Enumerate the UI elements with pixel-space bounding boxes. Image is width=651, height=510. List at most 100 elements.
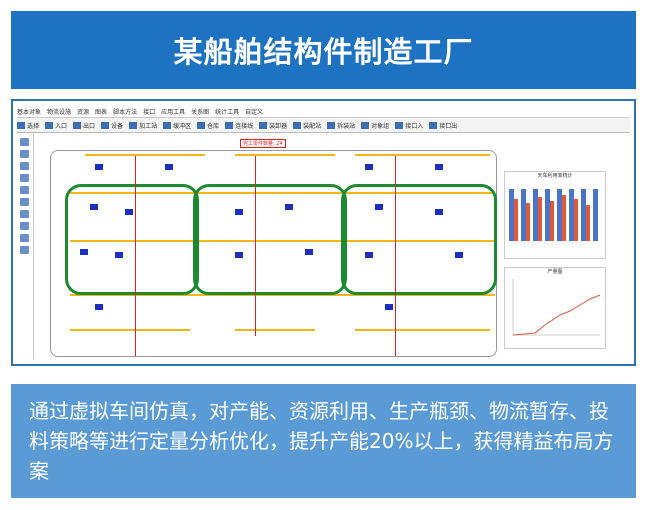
tool-icon[interactable] [20,210,29,218]
menu-item[interactable]: 关系图 [191,108,210,116]
toolbar-label: 缓冲区 [173,122,192,130]
machine-icon[interactable] [235,209,243,215]
conveyor-loop [341,184,497,295]
toolbar-button[interactable]: 对象组 [361,121,389,130]
tool-icon [197,121,206,129]
tool-icon[interactable] [20,150,29,158]
machine-icon[interactable] [95,304,103,310]
toolbar-button[interactable]: 连接线 [225,121,253,130]
machine-icon[interactable] [375,204,383,210]
bar [593,189,598,241]
toolbar-label: 仓库 [207,122,220,130]
toolbar-button[interactable]: 设备 [101,121,123,130]
crane-rail [70,329,190,331]
crane-rail [70,294,495,296]
toolbar-button[interactable]: 装卸器 [259,121,287,130]
chart-title: 天车利用率统计 [537,173,573,179]
machine-icon[interactable] [305,249,313,255]
toolbar-label: 选择 [27,122,40,130]
toolbar-button[interactable]: 入口 [45,121,67,130]
machine-icon[interactable] [90,204,98,210]
bar [545,189,550,241]
conveyor-loop [65,184,199,295]
bar [533,189,538,241]
menu-item[interactable]: 接口 [143,108,156,116]
statistics-panel: 天车利用率统计 产量图 [504,171,606,361]
toolbar-label: 装卸器 [269,122,288,130]
process-line [255,156,256,336]
tool-icon [129,121,138,129]
menu-item[interactable]: 脚本方法 [113,108,138,116]
tool-icon[interactable] [20,174,29,182]
production-chart: 产量图 [504,267,606,349]
machine-icon[interactable] [385,304,393,310]
description-box: 通过虚拟车间仿真，对产能、资源利用、生产瓶颈、物流暂存、投料策略等进行定量分析优… [11,384,636,498]
crane-utilization-chart: 天车利用率统计 [504,171,606,259]
menu-item[interactable]: 自定义 [245,108,264,116]
toolbar-button[interactable]: 接口出 [429,121,457,130]
tool-icon [327,121,336,129]
description-text: 通过虚拟车间仿真，对产能、资源利用、生产瓶颈、物流暂存、投料策略等进行定量分析优… [29,399,614,483]
bar-group [509,189,598,241]
toolbar-button[interactable]: 装配站 [293,121,321,130]
toolbar-button[interactable]: 加工站 [129,121,157,130]
menu-item[interactable]: 基本对象 [17,108,42,116]
machine-icon[interactable] [435,164,443,170]
machine-icon[interactable] [455,252,463,258]
tool-icon [101,121,110,129]
menu-item[interactable]: 图表 [95,108,108,116]
crane-rail [235,154,335,156]
crane-rail [70,240,495,242]
tool-icon[interactable] [20,198,29,206]
machine-icon[interactable] [435,209,443,215]
machine-icon[interactable] [365,164,373,170]
toolbar-button[interactable]: 仓库 [197,121,219,130]
bar [526,203,530,241]
toolbar-label: 加工站 [139,122,158,130]
tool-icon [45,121,54,129]
toolbar-button[interactable]: 接口入 [395,121,423,130]
toolbar-label: 连接线 [235,122,254,130]
crane-rail [85,154,205,156]
toolbar-label: 设备 [111,122,124,130]
completed-parts-label: 完工零件数量: 24 [240,139,286,148]
tool-icon[interactable] [20,222,29,230]
toolbar-button[interactable]: 出口 [73,121,95,130]
conveyor-loop [193,184,347,295]
bar [574,199,578,241]
machine-icon[interactable] [125,209,133,215]
crane-rail [235,329,315,331]
toolbar-label: 拆装站 [337,122,356,130]
machine-icon[interactable] [165,164,173,170]
bar [550,201,554,241]
tool-icon[interactable] [20,246,29,254]
machine-icon[interactable] [365,252,373,258]
simulation-screenshot: 基本对象 物流设施 资源 图表 脚本方法 接口 应用工具 关系图 统计工具 自定… [11,99,636,366]
machine-icon[interactable] [95,164,103,170]
tool-icon[interactable] [20,138,29,146]
tool-icon [163,121,172,129]
simulation-canvas[interactable]: 完工零件数量: 24 [35,134,500,362]
menu-item[interactable]: 资源 [77,108,90,116]
production-line [512,294,601,336]
tool-icon [293,121,302,129]
tool-icon[interactable] [20,186,29,194]
toolbar-button[interactable]: 缓冲区 [163,121,191,130]
machine-icon[interactable] [235,252,243,258]
menu-item[interactable]: 物流设施 [47,108,72,116]
toolbar-button[interactable]: 选择 [17,121,39,130]
menu-item[interactable]: 统计工具 [215,108,240,116]
production-line-plot [512,279,601,336]
toolbar-button[interactable]: 拆装站 [327,121,355,130]
tool-icon[interactable] [20,234,29,242]
toolbar: 选择 入口 出口 设备 加工站 缓冲区 仓库 连接线 装卸器 装配站 拆装站 对… [17,118,630,133]
machine-icon[interactable] [285,204,293,210]
tool-icon[interactable] [20,162,29,170]
bar [538,197,542,241]
menu-item[interactable]: 应用工具 [161,108,186,116]
machine-icon[interactable] [115,252,123,258]
crane-rail [70,192,495,194]
machine-icon[interactable] [80,249,88,255]
bar [569,189,574,241]
crane-rail [355,154,490,156]
